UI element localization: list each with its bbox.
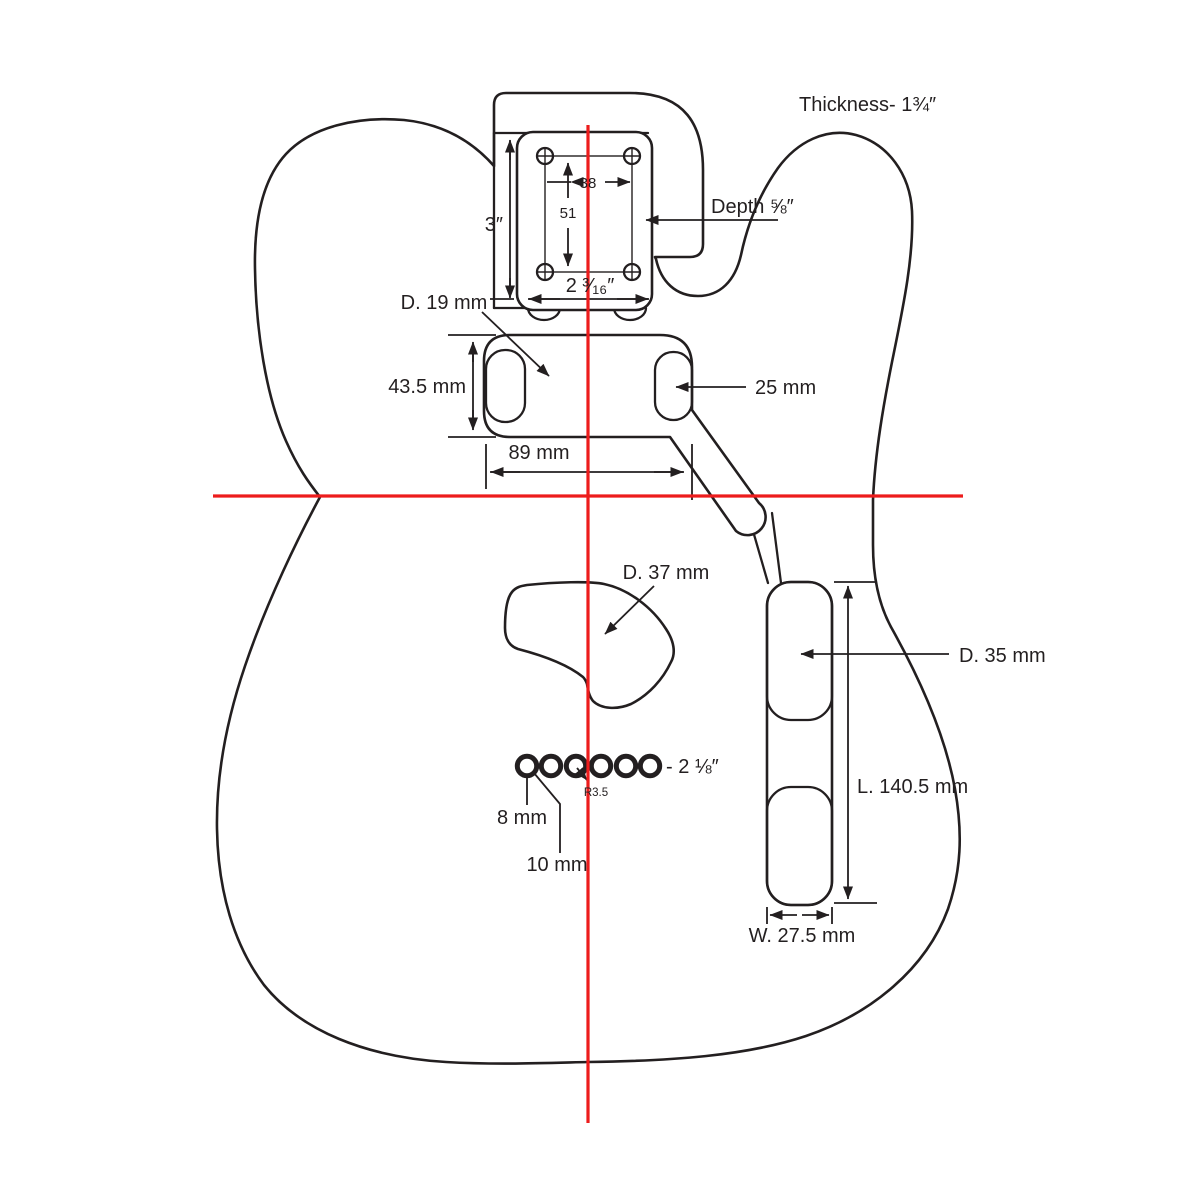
cavity-length-label: L. 140.5 mm: [857, 776, 968, 798]
neck-screw-holes: [535, 146, 642, 282]
neck-route-diameter-label: D. 19 mm: [401, 292, 488, 314]
dimension-labels: Thickness- 1¾″ 38 51 3″ Depth ⅝″ 2 ³⁄₁₆″…: [388, 94, 1046, 947]
string-ferrule: [514, 753, 540, 779]
neck-route-ear-right: [653, 350, 694, 422]
screw-hole: [622, 262, 642, 282]
string-ferrule: [613, 753, 639, 779]
cavity-diameter-label: D. 35 mm: [959, 645, 1046, 667]
screw-hole: [535, 262, 555, 282]
pocket-relief-right: [612, 306, 648, 322]
thickness-label: Thickness- 1¾″: [799, 94, 936, 116]
ferrule-radius-label: R3.5: [584, 787, 608, 799]
screw-hole: [622, 146, 642, 166]
pocket-length-label: 3″: [485, 214, 503, 236]
control-cavity: [765, 580, 834, 907]
plate-screw-width-label: 38: [580, 175, 597, 192]
cavity-width-label: W. 27.5 mm: [749, 925, 856, 947]
string-ferrule: [588, 753, 614, 779]
string-ferrule: [637, 753, 663, 779]
depth-label: Depth ⅝″: [711, 196, 794, 218]
string-spread-label: - 2 ⅛″: [666, 756, 719, 778]
hole-small-label: 8 mm: [497, 807, 547, 829]
neck-pickup-route: [448, 333, 783, 585]
leader-10mm: [533, 772, 561, 853]
neck-route-ear-left: [484, 348, 527, 424]
string-ferrule: [563, 753, 589, 779]
channel-neck-right: [770, 511, 783, 585]
pocket-relief-left: [526, 306, 562, 322]
leader-d37: [604, 585, 655, 635]
screw-hole: [535, 146, 555, 166]
string-ferrule: [538, 753, 564, 779]
hole-large-label: 10 mm: [526, 854, 587, 876]
neck-route-height-label: 43.5 mm: [388, 376, 466, 398]
ear-width-label: 25 mm: [755, 377, 816, 399]
bridge-route-diameter-label: D. 37 mm: [623, 562, 710, 584]
neck-route-outline: [482, 333, 767, 537]
control-cavity-lower-pocket: [765, 785, 834, 907]
dimension-lines: [468, 139, 949, 924]
string-ferrules: [514, 753, 663, 779]
leader-r35: [575, 767, 588, 781]
guitar-body-outline: [215, 91, 962, 1065]
neck-route-width-label: 89 mm: [508, 442, 569, 464]
plate-width-label: 2 ³⁄₁₆″: [566, 275, 615, 297]
control-cavity-channel: [765, 580, 834, 907]
plate-screw-height-label: 51: [560, 205, 577, 222]
control-cavity-upper-pocket: [765, 580, 834, 722]
leader-d19: [481, 311, 550, 377]
